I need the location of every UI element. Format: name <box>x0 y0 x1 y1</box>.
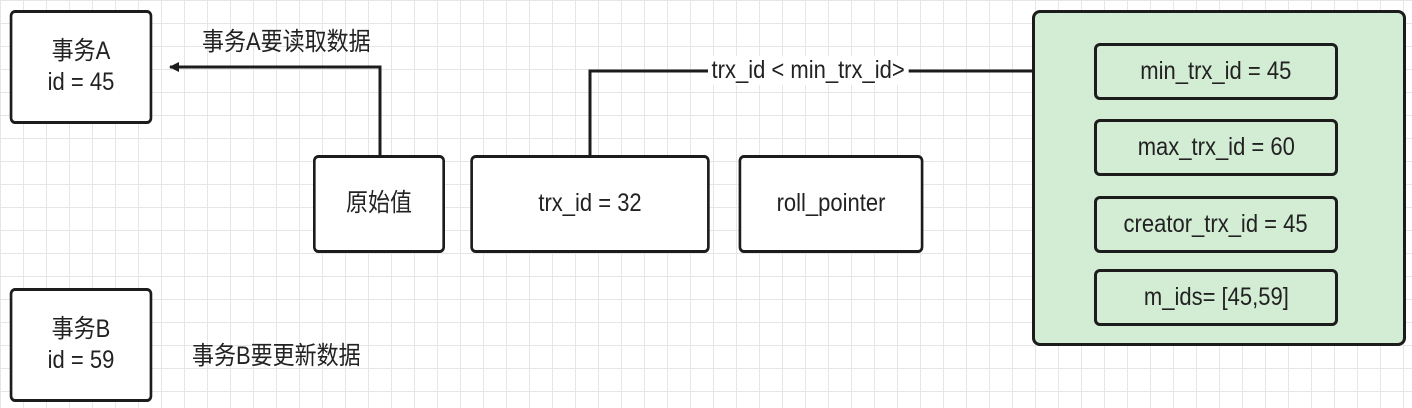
trx-id-cell: trx_id = 32 <box>470 155 710 253</box>
max-trx-id-field: max_trx_id = 60 <box>1094 119 1338 176</box>
roll-pointer-cell: roll_pointer <box>738 155 924 253</box>
original-value-text: 原始值 <box>345 189 412 218</box>
m-ids-text: m_ids= [45,59] <box>1143 283 1289 311</box>
trx-id-text: trx_id = 32 <box>538 189 642 218</box>
transaction-b-id: id = 59 <box>47 346 115 374</box>
min-trx-id-field: min_trx_id = 45 <box>1094 43 1338 100</box>
compare-arrow <box>588 66 1089 156</box>
creator-trx-id-text: creator_trx_id = 45 <box>1123 210 1309 238</box>
transaction-a-box: 事务A id = 45 <box>9 10 153 124</box>
transaction-a-name: 事务A <box>51 36 111 65</box>
transaction-a-id: id = 45 <box>47 68 115 96</box>
transaction-b-name: 事务B <box>51 314 111 343</box>
transaction-b-box: 事务B id = 59 <box>9 288 153 402</box>
roll-pointer-text: roll_pointer <box>776 189 886 218</box>
creator-trx-id-field: creator_trx_id = 45 <box>1094 196 1338 253</box>
min-trx-id-text: min_trx_id = 45 <box>1140 57 1292 85</box>
read-arrow <box>169 62 382 156</box>
action-b-label: 事务B要更新数据 <box>192 342 361 370</box>
condition-label: trx_id < min_trx_id> <box>708 56 909 85</box>
m-ids-field: m_ids= [45,59] <box>1094 269 1338 326</box>
original-value-cell: 原始值 <box>313 155 445 253</box>
read-view-panel: min_trx_id = 45 max_trx_id = 60 creator_… <box>1032 10 1406 346</box>
action-a-label: 事务A要读取数据 <box>202 28 371 56</box>
max-trx-id-text: max_trx_id = 60 <box>1137 133 1295 161</box>
